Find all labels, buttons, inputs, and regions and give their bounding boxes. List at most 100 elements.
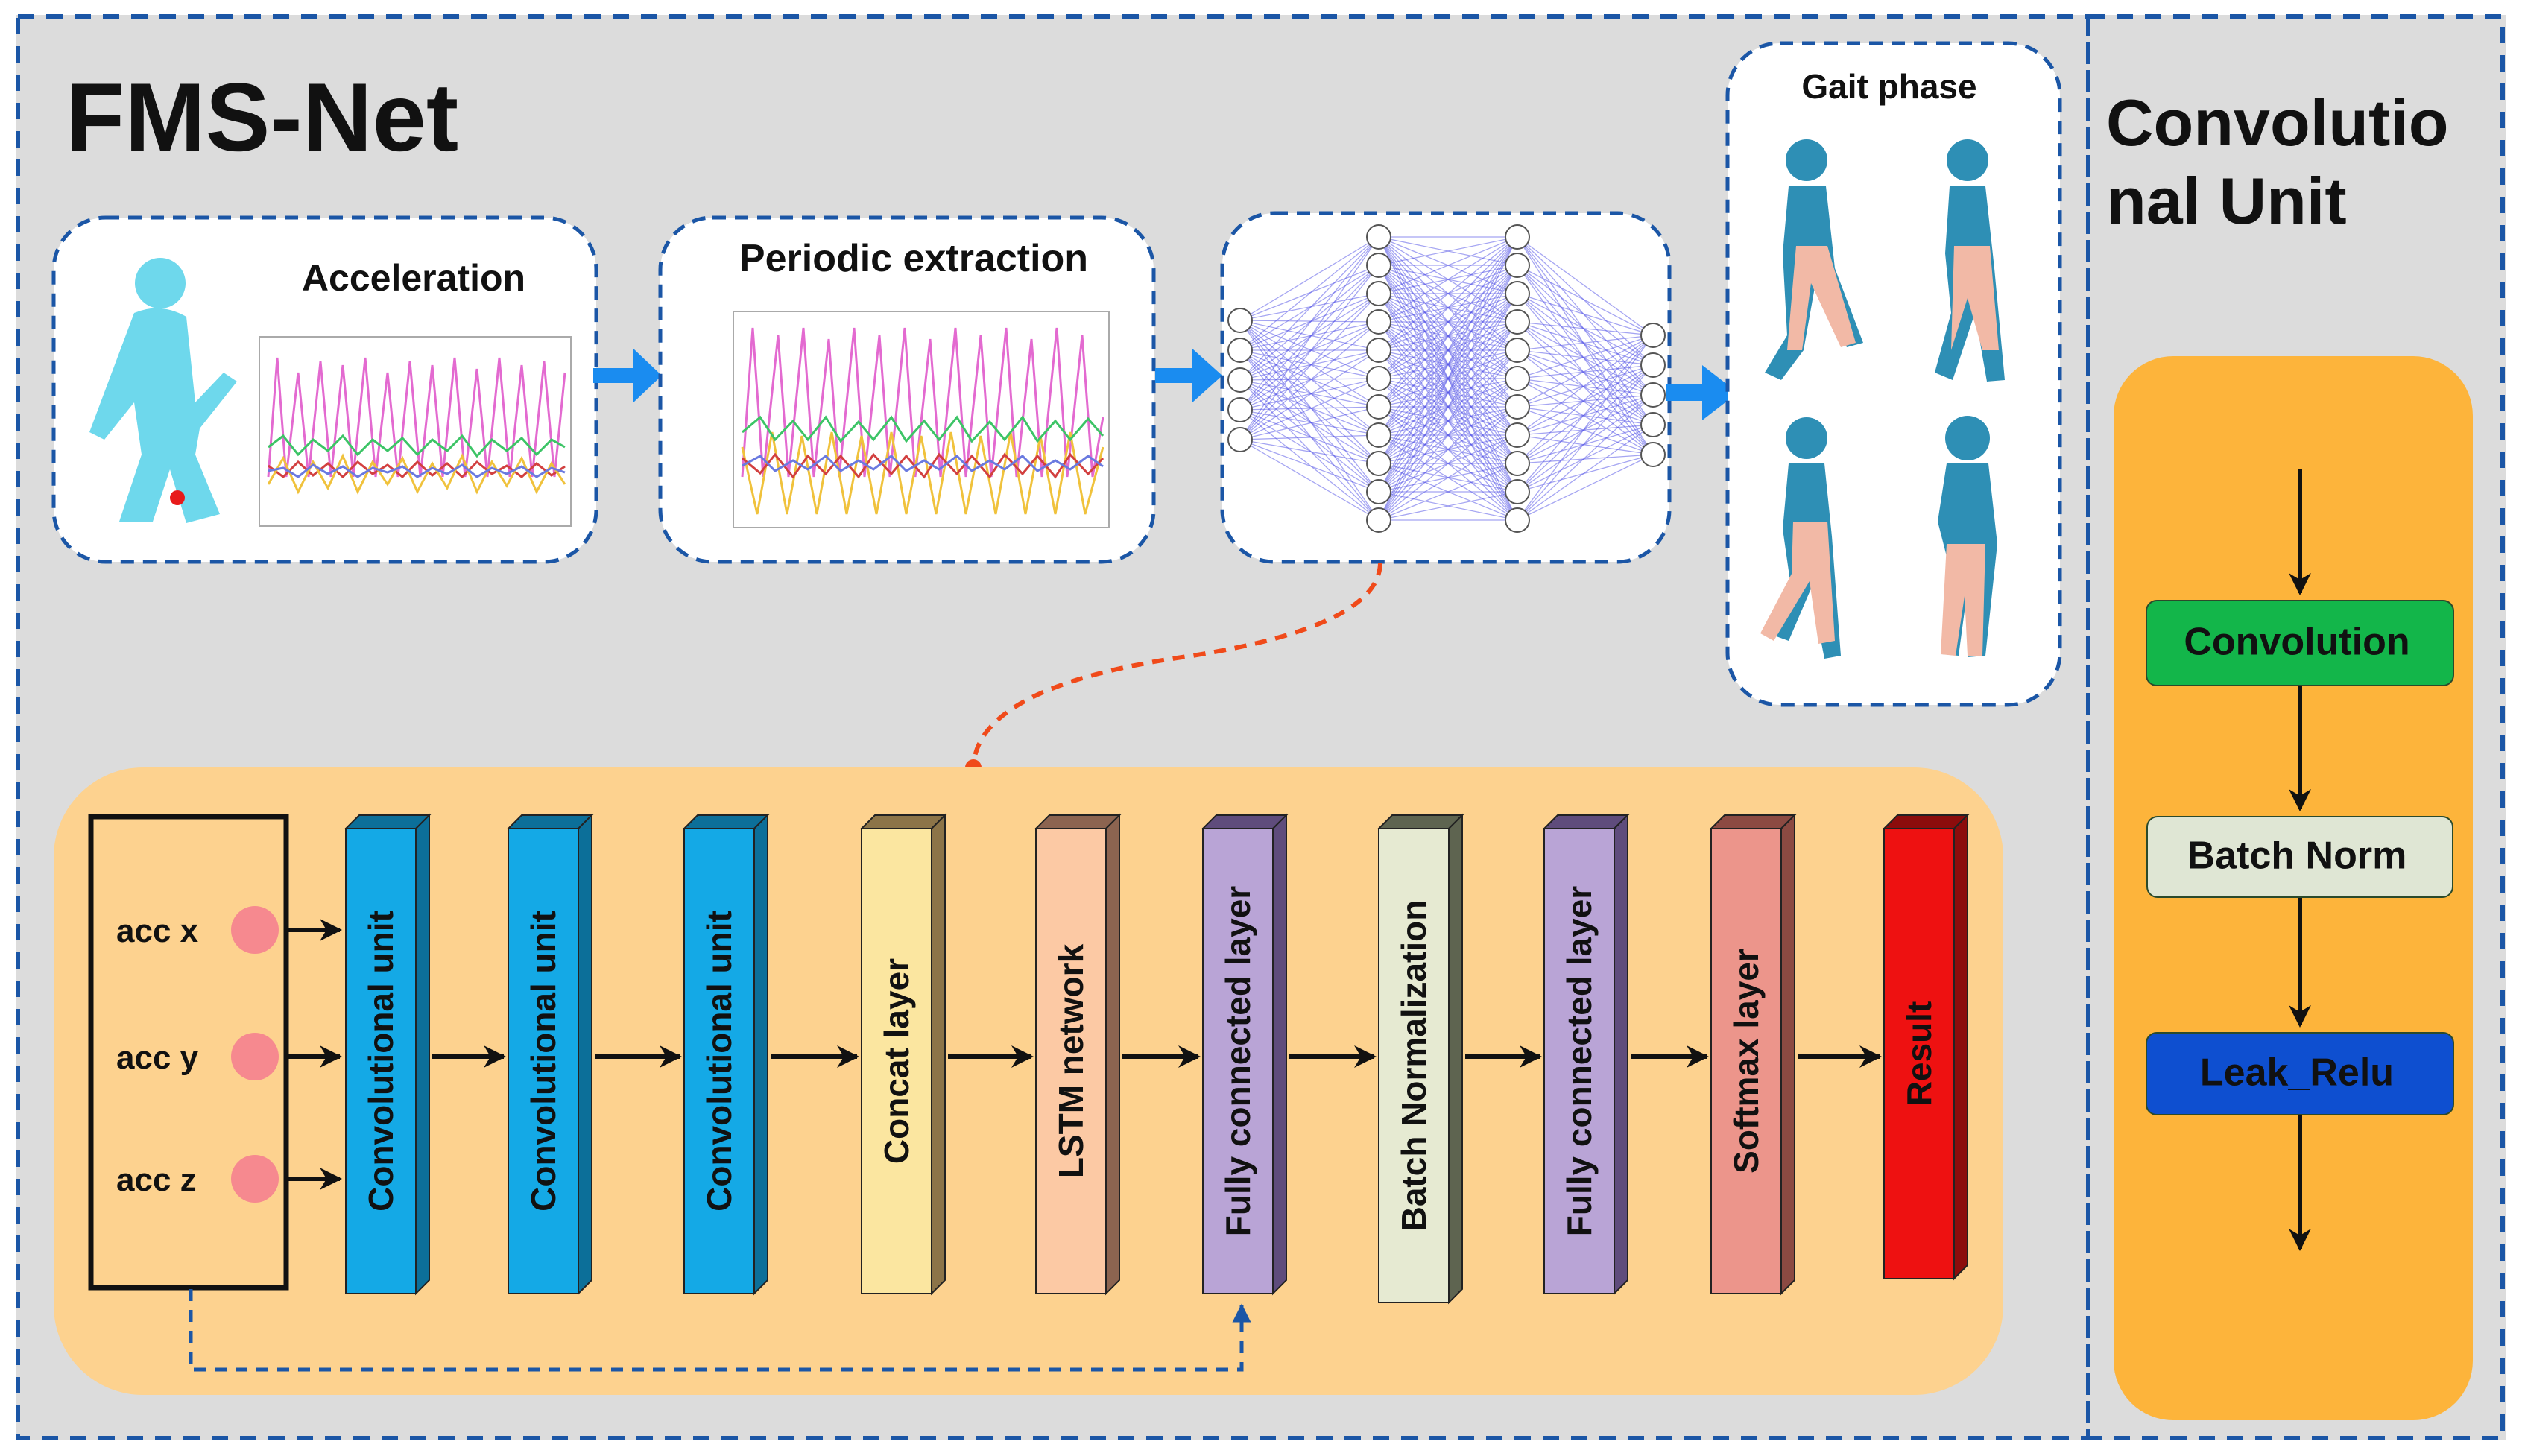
network-connection <box>1517 394 1654 408</box>
network-node <box>1366 281 1391 306</box>
input-dot <box>231 1033 279 1080</box>
network-connection <box>1239 349 1379 379</box>
network-connection <box>1239 439 1379 464</box>
conv-unit-step-box <box>2146 816 2453 898</box>
layer-side-face <box>1780 813 1795 1296</box>
network-connection <box>1239 406 1379 440</box>
gait-phase-panel: Gait phase <box>1725 41 2062 707</box>
network-connection <box>1517 236 1654 336</box>
network-node <box>1227 367 1253 393</box>
network-connection <box>1517 335 1654 436</box>
network-connection <box>1239 349 1379 408</box>
layer-front-face <box>1883 828 1955 1279</box>
network-connection <box>1378 406 1518 521</box>
layer-label: Fully connected layer <box>1219 886 1257 1236</box>
layer-front-face <box>1710 828 1782 1294</box>
network-node <box>1505 479 1530 504</box>
network-node <box>1505 338 1530 363</box>
gait-figure-1 <box>1765 139 1863 380</box>
layer-top-face <box>344 814 432 829</box>
network-connection <box>1517 424 1654 521</box>
network-connection <box>1239 320 1379 521</box>
network-connection <box>1517 321 1654 336</box>
network-nodes <box>1227 224 1666 533</box>
network-connection <box>1239 409 1379 493</box>
layer-block: LSTM network <box>1034 813 1122 1296</box>
network-node <box>1227 397 1253 422</box>
network-connection <box>1239 320 1379 323</box>
network-connection <box>1517 236 1654 366</box>
network-connection <box>1378 236 1518 408</box>
network-connection <box>1517 378 1654 396</box>
network-node <box>1366 253 1391 278</box>
network-connection <box>1517 335 1654 379</box>
network-connection <box>1517 394 1654 521</box>
network-connection <box>1517 454 1654 493</box>
layer-side-face <box>1614 813 1628 1296</box>
network-connection <box>1517 265 1654 336</box>
network-connection <box>1517 335 1654 408</box>
network-connection <box>1239 439 1379 493</box>
network-connection <box>1239 349 1379 411</box>
layer-front-face <box>861 828 932 1294</box>
network-connection <box>1517 378 1654 425</box>
network-connection <box>1378 434 1518 521</box>
network-connection <box>1239 378 1379 381</box>
network-node <box>1505 281 1530 306</box>
layer-label: Convolutional unit <box>524 911 563 1212</box>
network-connection <box>1517 406 1654 425</box>
network-connection <box>1517 265 1654 396</box>
network-node <box>1366 309 1391 335</box>
input-label: acc z <box>116 1162 197 1198</box>
network-connection <box>1378 265 1518 521</box>
layer-label: Concat layer <box>877 958 916 1164</box>
network-connection <box>1378 236 1518 323</box>
network-connection <box>1378 321 1518 521</box>
network-connection <box>1517 293 1654 455</box>
layer-block: Convolutional unit <box>344 813 432 1296</box>
conv-unit-step-label: Batch Norm <box>2187 835 2407 878</box>
network-node <box>1505 253 1530 278</box>
network-node <box>1227 427 1253 452</box>
network-node <box>1505 224 1530 250</box>
network-connection <box>1239 236 1379 440</box>
network-connection <box>1239 409 1379 521</box>
periodic-plot <box>733 311 1110 528</box>
conv-unit-step-label: Convolution <box>2184 621 2409 664</box>
network-node <box>1505 394 1530 420</box>
network-connection <box>1239 379 1379 521</box>
layer-label: Convolutional unit <box>700 911 739 1212</box>
flow-arrow-3 <box>1666 365 1738 420</box>
network-connection <box>1378 236 1518 521</box>
network-connection <box>1239 349 1379 493</box>
network-node <box>1366 366 1391 391</box>
conv-unit-step-label: Leak_Relu <box>2200 1051 2394 1095</box>
layer-stack: Convolutional unit Convolutional unit Conv… <box>344 813 1970 1305</box>
layer-side-face <box>931 813 946 1296</box>
sidebar-frame <box>2086 14 2505 1440</box>
acceleration-panel: Acceleration <box>51 215 598 564</box>
network-connection <box>1517 424 1654 464</box>
nn-detail-link <box>971 563 1382 768</box>
network-connection <box>1517 424 1654 436</box>
network-connection <box>1517 236 1654 425</box>
network-connection <box>1239 379 1379 436</box>
network-connection <box>1517 364 1654 464</box>
network-node <box>1640 352 1666 378</box>
network-connection <box>1239 236 1379 351</box>
network-connection <box>1517 335 1654 464</box>
network-node <box>1640 412 1666 437</box>
layer-front-face <box>683 828 755 1294</box>
network-node <box>1366 479 1391 504</box>
layer-side-face <box>415 813 430 1296</box>
periodic-label: Periodic extraction <box>739 237 1088 280</box>
network-node <box>1505 507 1530 533</box>
layer-front-face <box>508 828 579 1294</box>
network-connection <box>1378 293 1518 521</box>
neural-network-panel <box>1220 211 1672 564</box>
layer-top-face <box>1542 814 1630 829</box>
gait-phase-label: Gait phase <box>1801 67 1976 106</box>
network-connection <box>1517 265 1654 455</box>
